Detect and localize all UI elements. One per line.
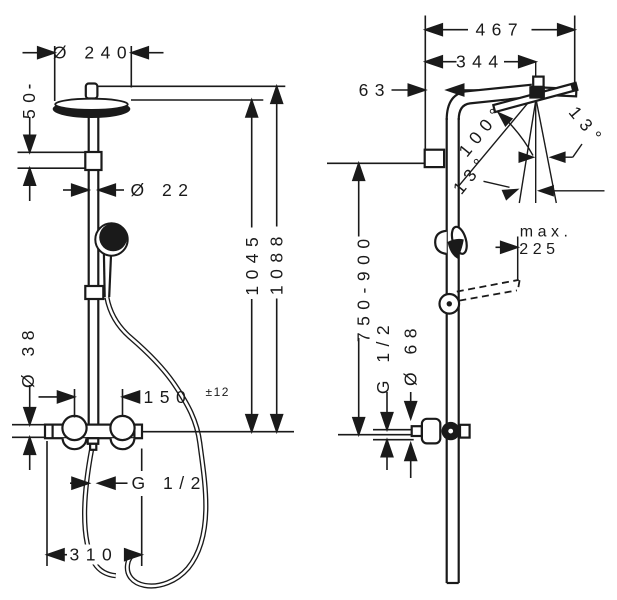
angle-annotation-lines [456,62,605,204]
side-slider [438,292,461,315]
pipe-connector [84,150,103,172]
head-pivot-joint [532,75,545,88]
dim-spray-angle: 100° [454,100,509,161]
hand-shower-face [99,223,128,252]
head-pivot-block [529,86,545,99]
dim-tilt-right: 13° [565,102,610,150]
dim-pipe-diameter: Ø 22 [131,180,195,200]
dim-valve-width: 310 [70,545,119,565]
side-view: 467 344 63 100° 13° 13° max. 225 750-900… [327,15,610,585]
dim-connection-spacing: 150 [144,387,193,407]
dim-hose-connection: G 1/2 [132,473,207,493]
wall-bracket [423,148,446,169]
hand-shower-handle [102,252,113,298]
thermostat-valve [43,414,144,451]
overhead-shower-face [54,97,129,111]
side-valve [373,417,471,445]
dim-reach-to-pivot: 344 [456,52,505,72]
dim-wall-offset: 63 [359,80,391,100]
side-dimensions [327,15,576,478]
dim-valve-thread: G 1/2 [373,319,393,394]
dim-valve-body-diameter: Ø 68 [400,322,420,386]
dim-valve-diameter: Ø 38 [18,324,38,388]
side-hand-shower-holder [434,225,468,259]
dim-reach-overall: 467 [475,20,524,40]
dim-height-to-head: 1045 [242,231,262,296]
dim-height-overall: 1088 [267,230,287,295]
dim-head-diameter: Ø 240 [53,43,133,63]
dim-max-label: max. [520,223,573,240]
shower-head-end-cap [570,82,578,91]
shower-hose [81,296,209,589]
front-dimensions [12,46,294,566]
dim-head-drop: 50 [19,87,39,119]
slider-holder [84,284,105,301]
dim-slide-height-range: 750-900 [353,232,373,342]
label-mask [66,544,123,565]
dim-connection-tolerance: ±12 [206,385,230,399]
hand-shower-dashed-position [456,279,521,302]
front-view: Ø 240 50 Ø 22 Ø 38 150 ±12 G 1/2 310 104… [12,43,294,589]
dim-max-reach: 225 [519,241,559,258]
ceiling-connector [84,82,99,100]
